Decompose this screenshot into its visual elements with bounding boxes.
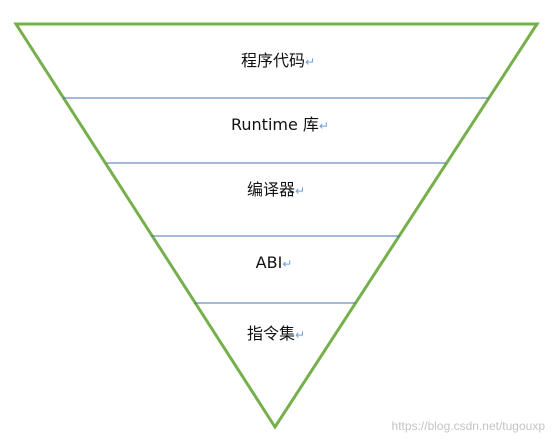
paragraph-mark-icon: ↵ — [305, 55, 315, 69]
watermark-url: https://blog.csdn.net/tugouxp — [391, 419, 545, 433]
layer-label-runtime-library: Runtime 库↵ — [231, 115, 329, 134]
layer-label-group: 程序代码↵ Runtime 库↵ 编译器↵ ABI↵ 指令集↵ — [231, 51, 329, 343]
paragraph-mark-icon: ↵ — [295, 328, 305, 342]
triangle-outline — [13, 22, 540, 430]
layer-label-abi: ABI↵ — [256, 253, 293, 272]
layer-label-source-code: 程序代码↵ — [241, 51, 315, 70]
layer-label-compiler: 编译器↵ — [247, 180, 305, 199]
layer-label-instruction-set: 指令集↵ — [247, 324, 305, 343]
paragraph-mark-icon: ↵ — [295, 184, 305, 198]
paragraph-mark-icon: ↵ — [319, 119, 329, 133]
paragraph-mark-icon: ↵ — [282, 257, 292, 271]
